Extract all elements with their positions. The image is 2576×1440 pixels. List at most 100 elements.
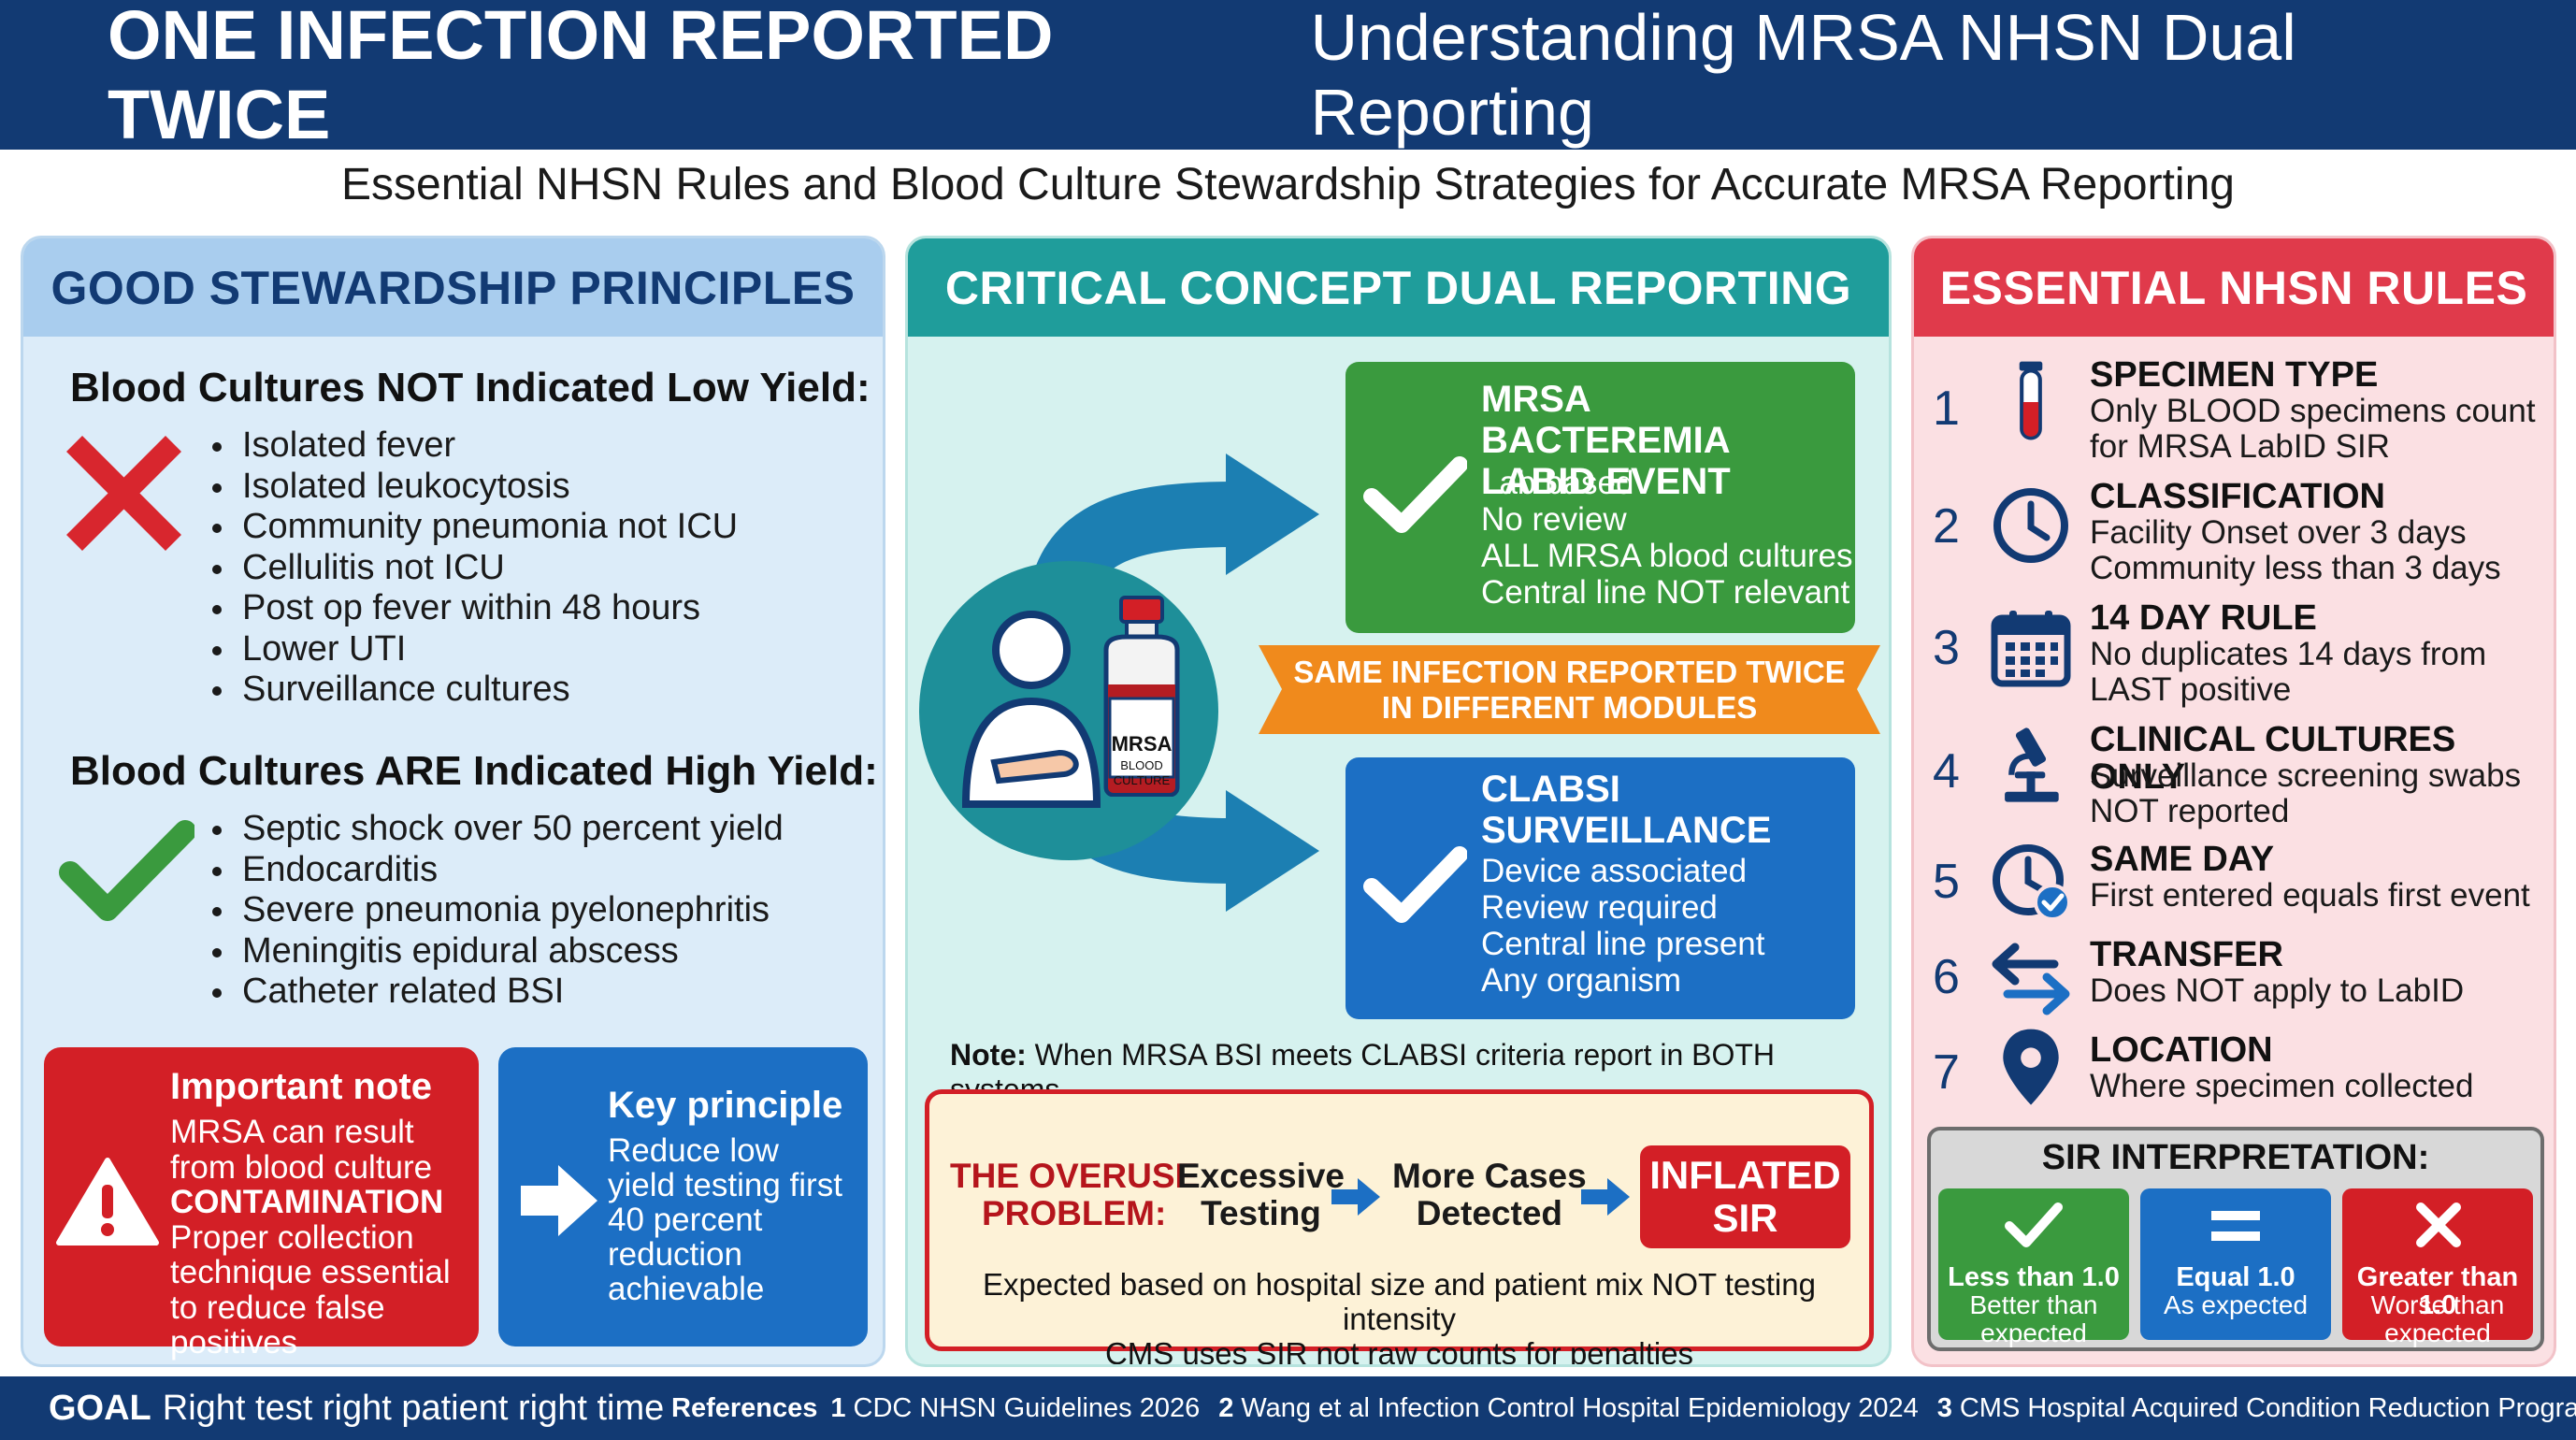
card-line: Central line NOT relevant <box>1481 574 1850 611</box>
goal-text: Right test right patient right time <box>162 1388 665 1428</box>
rule-body: No duplicates 14 days from LAST positive <box>2090 636 2487 708</box>
step-line: More Cases <box>1392 1157 1587 1195</box>
overuse-label: THE OVERUSE PROBLEM: <box>950 1158 1198 1232</box>
reference-number: 3 <box>1936 1392 1952 1423</box>
reference-text: CMS Hospital Acquired Condition Reductio… <box>1959 1392 2576 1423</box>
title-bold: ONE INFECTION REPORTED TWICE <box>108 0 1054 153</box>
clock-check-icon <box>1993 844 2071 921</box>
key-principle-body: Reduce low yield testing first 40 percen… <box>608 1132 842 1307</box>
inflated-line: INFLATED <box>1649 1153 1841 1197</box>
key-principle-box: Key principle Reduce low yield testing f… <box>498 1047 868 1346</box>
reference-text: CDC NHSN Guidelines 2026 <box>853 1392 1201 1423</box>
list-item: Isolated leukocytosis <box>210 467 738 508</box>
list-item: Septic shock over 50 percent yield <box>210 809 784 850</box>
vial-label: MRSA <box>1111 732 1173 756</box>
check-icon <box>2005 1202 2063 1247</box>
sir-box-expected: Equal 1.0 As expected <box>2140 1188 2331 1340</box>
overuse-box: THE OVERUSE PROBLEM: Excessive Testing M… <box>925 1089 1874 1364</box>
indicated-title: Blood Cultures ARE Indicated High Yield: <box>70 748 878 794</box>
list-item: Catheter related BSI <box>210 972 784 1013</box>
overuse-step-testing: Excessive Testing <box>1177 1158 1345 1232</box>
list-item: Severe pneumonia pyelonephritis <box>210 890 784 931</box>
rule-title: CLASSIFICATION <box>2090 477 2385 516</box>
sir-box-body: As expected <box>2163 1290 2309 1319</box>
reference-number: 2 <box>1218 1392 1234 1423</box>
rule-body: Facility Onset over 3 days Community les… <box>2090 514 2501 586</box>
dual-reporting-heading: CRITICAL CONCEPT DUAL REPORTING <box>908 238 1889 337</box>
rule-number: 4 <box>1933 744 1960 799</box>
rule-title: LOCATION <box>2090 1030 2273 1070</box>
list-item: Post op fever within 48 hours <box>210 588 738 629</box>
test-tube-icon <box>2019 361 2043 440</box>
card-line: Review required <box>1481 889 1718 926</box>
overuse-footnote: Expected based on hospital size and pati… <box>929 1267 1869 1364</box>
important-note-title: Important note <box>170 1066 432 1107</box>
rule-number: 3 <box>1933 621 1960 675</box>
not-indicated-list: Isolated fever Isolated leukocytosis Com… <box>210 425 738 711</box>
close-icon <box>2416 1202 2461 1247</box>
arrow-right-icon <box>521 1165 597 1236</box>
not-indicated-title: Blood Cultures NOT Indicated Low Yield: <box>70 365 871 410</box>
rule-item: 4 CLINICAL CULTURES ONLY Surveillance sc… <box>1914 715 2554 832</box>
vial-icon <box>1103 596 1180 797</box>
calendar-icon <box>1991 611 2071 687</box>
red-x-icon <box>66 436 181 551</box>
overuse-step-detected: More Cases Detected <box>1392 1158 1587 1232</box>
green-check-icon <box>59 820 194 921</box>
sir-box-title: Less than 1.0 <box>1948 1262 2120 1292</box>
list-item: Surveillance cultures <box>210 670 738 711</box>
sir-box-worse: Greater than 1.0 Worse than expected <box>2342 1188 2533 1347</box>
inflated-line: SIR <box>1712 1196 1778 1240</box>
rule-body: Does NOT apply to LabID <box>2090 972 2465 1009</box>
banner-shape <box>1259 645 1880 734</box>
equals-icon <box>2211 1211 2260 1241</box>
list-item: Lower UTI <box>210 629 738 670</box>
card-line: Device associated <box>1481 853 1748 889</box>
note-line: MRSA can result from blood culture <box>170 1114 433 1186</box>
banner-text: SAME INFECTION REPORTED TWICE IN DIFFERE… <box>1259 645 1880 734</box>
card-line: Central line present <box>1481 926 1765 962</box>
card-line: No review <box>1481 501 1627 538</box>
rule-number: 7 <box>1933 1045 1960 1100</box>
note-label: Note: <box>950 1038 1027 1072</box>
labid-card: MRSA BACTEREMIA LABID EVENT Lab based No… <box>1346 362 1855 633</box>
step-line: Testing <box>1201 1194 1321 1232</box>
rule-title: CLINICAL CULTURES ONLY <box>2090 720 2456 797</box>
labid-body: Lab based No review ALL MRSA blood cultu… <box>1481 465 1853 611</box>
card-line: ALL MRSA blood cultures <box>1481 538 1853 574</box>
note-line: Proper collection technique essential to… <box>170 1218 451 1361</box>
vial-sublabel: CULTURE <box>1113 773 1171 787</box>
card-line: Any organism <box>1481 962 1681 999</box>
rule-item: 7 LOCATION Where specimen collected <box>1914 1026 2554 1119</box>
indicated-list: Septic shock over 50 percent yield Endoc… <box>210 809 784 1013</box>
overuse-label-line: PROBLEM: <box>981 1194 1167 1232</box>
sir-box-title: Greater than 1.0 <box>2356 1262 2519 1320</box>
nhsn-rules-heading: ESSENTIAL NHSN RULES <box>1914 238 2554 337</box>
step-line: Excessive <box>1177 1157 1346 1195</box>
rule-body: Where specimen collected <box>2090 1068 2474 1104</box>
rule-number: 6 <box>1933 950 1960 1004</box>
rule-title: SPECIMEN TYPE <box>2090 355 2379 395</box>
rule-title: SAME DAY <box>2090 840 2275 879</box>
rule-number: 5 <box>1933 855 1960 909</box>
sir-box-body: Worse than expected <box>2370 1290 2505 1347</box>
rule-body: First entered equals first event <box>2090 877 2530 914</box>
labid-title: MRSA BACTEREMIA LABID EVENT <box>1481 379 1731 502</box>
clabsi-card: CLABSI SURVEILLANCE Device associated Re… <box>1346 757 1855 1019</box>
card-line: Lab based <box>1481 465 1634 501</box>
foot-line: Expected based on hospital size and pati… <box>983 1267 1816 1336</box>
references: References 1 CDC NHSN Guidelines 2026 2 … <box>671 1376 2576 1440</box>
dual-reporting-panel: CRITICAL CONCEPT DUAL REPORTING MRSA BLO… <box>905 236 1892 1367</box>
important-note-box: Important note MRSA can result from bloo… <box>44 1047 479 1360</box>
rule-title: 14 DAY RULE <box>2090 598 2317 638</box>
important-note-body: MRSA can result from blood culture CONTA… <box>170 1115 474 1361</box>
note-strong: CONTAMINATION <box>170 1184 444 1220</box>
rule-item: 6 TRANSFER Does NOT apply to LabID <box>1914 932 2554 1026</box>
clabsi-body: Device associated Review required Centra… <box>1481 853 1765 999</box>
nhsn-rules-panel: ESSENTIAL NHSN RULES 1 SPECIMEN TYPE Onl… <box>1911 236 2556 1367</box>
reference-number: 1 <box>830 1392 846 1423</box>
rule-title: TRANSFER <box>2090 935 2283 974</box>
inflated-sir-badge: INFLATED SIR <box>1640 1145 1850 1248</box>
arrow-right-icon <box>1331 1178 1380 1216</box>
sir-interpretation: SIR INTERPRETATION: Less than 1.0 Better… <box>1927 1127 2544 1351</box>
